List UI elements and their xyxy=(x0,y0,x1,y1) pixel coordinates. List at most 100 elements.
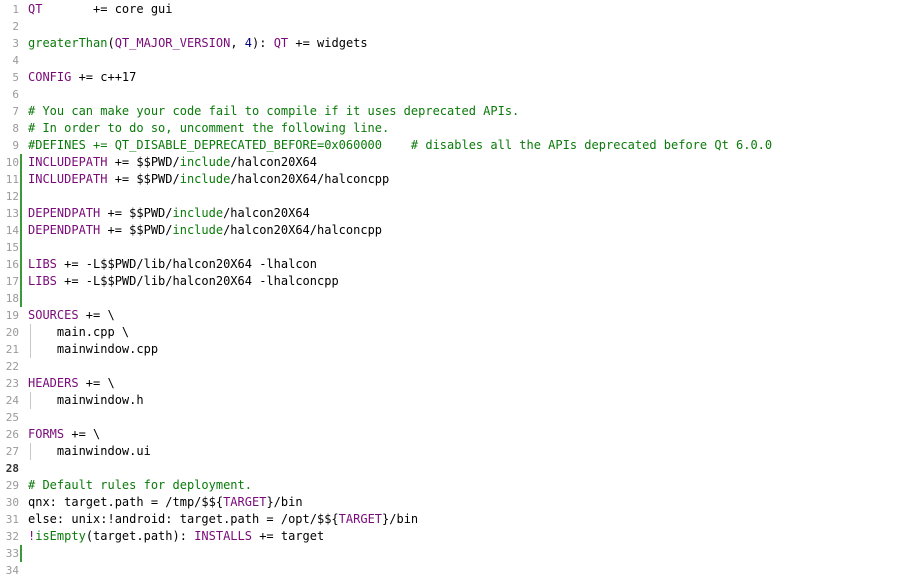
line-number: 26 xyxy=(5,428,19,441)
line-number: 8 xyxy=(12,122,19,135)
line-text[interactable]: # In order to do so, uncomment the follo… xyxy=(28,120,389,137)
line-text[interactable]: else: unix:!android: target.path = /opt/… xyxy=(28,511,418,528)
line-text[interactable]: CONFIG += c++17 xyxy=(28,69,136,86)
code-line[interactable]: 20 main.cpp \ xyxy=(0,324,900,341)
code-token: DEPENDPATH xyxy=(28,206,101,220)
line-text[interactable]: greaterThan(QT_MAJOR_VERSION, 4): QT += … xyxy=(28,35,368,52)
code-token: += $$PWD/ xyxy=(100,223,173,237)
line-text[interactable]: mainwindow.cpp xyxy=(28,341,158,358)
line-text[interactable]: DEPENDPATH += $$PWD/include/halcon20X64 xyxy=(28,205,310,222)
code-line[interactable]: 4 xyxy=(0,52,900,69)
code-line[interactable]: 18 xyxy=(0,290,900,307)
code-line[interactable]: 26 FORMS += \ xyxy=(0,426,900,443)
code-line[interactable]: 15 xyxy=(0,239,900,256)
code-token: /halcon20X64 xyxy=(230,155,318,169)
code-line[interactable]: 12 xyxy=(0,188,900,205)
line-number: 31 xyxy=(5,513,19,526)
code-token: ! xyxy=(28,529,36,543)
line-text[interactable]: INCLUDEPATH += $$PWD/include/halcon20X64… xyxy=(28,171,389,188)
code-token: += -L$$PWD/lib/halcon20X64 -lhalcon xyxy=(56,257,317,271)
line-text[interactable]: LIBS += -L$$PWD/lib/halcon20X64 -lhalcon… xyxy=(28,273,339,290)
line-number: 5 xyxy=(12,71,19,84)
code-line[interactable]: 2 xyxy=(0,18,900,35)
code-token: DEPENDPATH xyxy=(28,223,101,237)
code-line[interactable]: 11 INCLUDEPATH += $$PWD/include/halcon20X… xyxy=(0,171,900,188)
code-token: /halcon20X64/halconcpp xyxy=(230,172,390,186)
code-token: += \ xyxy=(78,308,115,322)
code-token: #DEFINES += QT_DISABLE_DEPRECATED_BEFORE… xyxy=(28,138,773,152)
line-number: 32 xyxy=(5,530,19,543)
line-number: 12 xyxy=(5,190,19,203)
code-line[interactable]: 7# You can make your code fail to compil… xyxy=(0,103,900,120)
code-line[interactable]: 8 # In order to do so, uncomment the foll… xyxy=(0,120,900,137)
line-text[interactable]: # Default rules for deployment. xyxy=(28,477,252,494)
code-line[interactable]: 13 DEPENDPATH += $$PWD/include/halcon20X6… xyxy=(0,205,900,222)
line-text[interactable]: mainwindow.h xyxy=(28,392,144,409)
line-number: 22 xyxy=(5,360,19,373)
line-text[interactable]: SOURCES += \ xyxy=(28,307,115,324)
code-line[interactable]: 28 xyxy=(0,460,900,477)
code-line[interactable]: 32 !isEmpty(target.path): INSTALLS += tar… xyxy=(0,528,900,545)
code-line[interactable]: 33 xyxy=(0,545,900,562)
code-token: (target.path): xyxy=(85,529,195,543)
line-text[interactable]: QT += core gui xyxy=(28,1,173,18)
code-token: += $$PWD/ xyxy=(100,206,173,220)
code-line[interactable]: 29# Default rules for deployment. xyxy=(0,477,900,494)
change-marker xyxy=(20,545,22,562)
code-line[interactable]: 6 xyxy=(0,86,900,103)
code-line[interactable]: 31 else: unix:!android: target.path = /op… xyxy=(0,511,900,528)
line-number: 34 xyxy=(5,564,19,577)
line-number: 11 xyxy=(5,173,19,186)
line-text[interactable]: INCLUDEPATH += $$PWD/include/halcon20X64 xyxy=(28,154,317,171)
line-number: 28 xyxy=(5,462,19,475)
line-text[interactable]: DEPENDPATH += $$PWD/include/halcon20X64/… xyxy=(28,222,382,239)
line-text[interactable]: mainwindow.ui xyxy=(28,443,151,460)
code-line[interactable]: 9#DEFINES += QT_DISABLE_DEPRECATED_BEFOR… xyxy=(0,137,900,154)
code-token: include xyxy=(172,223,224,237)
code-line[interactable]: 27 mainwindow.ui xyxy=(0,443,900,460)
code-token: += -L$$PWD/lib/halcon20X64 -lhalconcpp xyxy=(56,274,339,288)
line-text[interactable]: #DEFINES += QT_DISABLE_DEPRECATED_BEFORE… xyxy=(28,137,772,154)
code-line[interactable]: 5 CONFIG += c++17 xyxy=(0,69,900,86)
code-line[interactable]: 24 mainwindow.h xyxy=(0,392,900,409)
line-text[interactable]: LIBS += -L$$PWD/lib/halcon20X64 -lhalcon xyxy=(28,256,317,273)
code-token: QT xyxy=(273,36,289,50)
code-line[interactable]: 34 xyxy=(0,562,900,579)
line-number: 33 xyxy=(5,547,19,560)
line-text[interactable]: main.cpp \ xyxy=(28,324,129,341)
line-text[interactable]: HEADERS += \ xyxy=(28,375,115,392)
code-token: += widgets xyxy=(288,36,368,50)
code-token: isEmpty xyxy=(35,529,86,543)
change-marker xyxy=(20,222,22,239)
line-number: 27 xyxy=(5,445,19,458)
line-number: 13 xyxy=(5,207,19,220)
indent-guide xyxy=(30,392,31,409)
code-token: mainwindow.ui xyxy=(28,444,151,458)
line-number: 24 xyxy=(5,394,19,407)
code-token: # You can make your code fail to compile… xyxy=(28,104,520,118)
code-token: TARGET xyxy=(223,495,267,509)
change-marker xyxy=(20,239,22,256)
code-token: , xyxy=(230,36,245,50)
line-number: 20 xyxy=(5,326,19,339)
code-line[interactable]: 10 INCLUDEPATH += $$PWD/include/halcon20X… xyxy=(0,154,900,171)
line-number: 10 xyxy=(5,156,19,169)
line-text[interactable]: !isEmpty(target.path): INSTALLS += targe… xyxy=(28,528,324,545)
code-token: main.cpp \ xyxy=(28,325,130,339)
code-line[interactable]: 21 mainwindow.cpp xyxy=(0,341,900,358)
code-line[interactable]: 25 xyxy=(0,409,900,426)
code-line[interactable]: 22 xyxy=(0,358,900,375)
line-text[interactable]: FORMS += \ xyxy=(28,426,100,443)
code-token: CONFIG xyxy=(28,70,72,84)
line-text[interactable]: # You can make your code fail to compile… xyxy=(28,103,519,120)
line-text[interactable]: qnx: target.path = /tmp/$${TARGET}/bin xyxy=(28,494,303,511)
